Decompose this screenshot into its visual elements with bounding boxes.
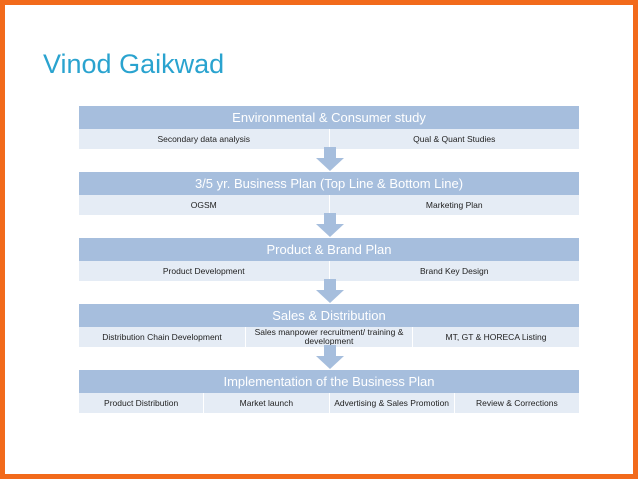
stage-items: Product Development Brand Key Design	[79, 261, 579, 281]
stage-items: Secondary data analysis Qual & Quant Stu…	[79, 129, 579, 149]
down-arrow-icon	[316, 279, 344, 303]
stage-item: Distribution Chain Development	[102, 331, 222, 342]
stage-business-plan: 3/5 yr. Business Plan (Top Line & Bottom…	[79, 172, 579, 215]
stage-item: Secondary data analysis	[157, 133, 251, 144]
down-arrow-icon	[316, 213, 344, 237]
stage-header: 3/5 yr. Business Plan (Top Line & Bottom…	[79, 172, 579, 195]
down-arrow-icon	[316, 147, 344, 171]
stage-items: Product Distribution Market launch Adver…	[79, 393, 579, 413]
stage-implementation: Implementation of the Business Plan Prod…	[79, 370, 579, 413]
stage-item: Product Development	[162, 265, 245, 276]
stage-header: Sales & Distribution	[79, 304, 579, 327]
stage-header: Environmental & Consumer study	[79, 106, 579, 129]
stage-sales-distribution: Sales & Distribution Distribution Chain …	[79, 304, 579, 347]
stage-items: OGSM Marketing Plan	[79, 195, 579, 215]
slide-title: Vinod Gaikwad	[43, 49, 225, 79]
stage-item: Advertising & Sales Promotion	[328, 393, 454, 413]
stage-item: Marketing Plan	[328, 195, 580, 215]
stage-item: Brand Key Design	[328, 261, 580, 281]
stage-product-brand-plan: Product & Brand Plan Product Development…	[79, 238, 579, 281]
stage-item: MT, GT & HORECA Listing	[412, 327, 579, 347]
stage-item: Product Distribution	[104, 397, 179, 408]
stage-environmental-study: Environmental & Consumer study Secondary…	[79, 106, 579, 149]
stage-item: Sales manpower recruitment/ training & d…	[245, 327, 412, 347]
stage-item: OGSM	[190, 199, 217, 210]
stage-item: Market launch	[203, 393, 328, 413]
down-arrow-icon	[316, 345, 344, 369]
stage-header: Product & Brand Plan	[79, 238, 579, 261]
stage-item: Qual & Quant Studies	[328, 129, 580, 149]
stage-items: Distribution Chain Development Sales man…	[79, 327, 579, 347]
stage-header: Implementation of the Business Plan	[79, 370, 579, 393]
stage-item: Review & Corrections	[453, 393, 579, 413]
